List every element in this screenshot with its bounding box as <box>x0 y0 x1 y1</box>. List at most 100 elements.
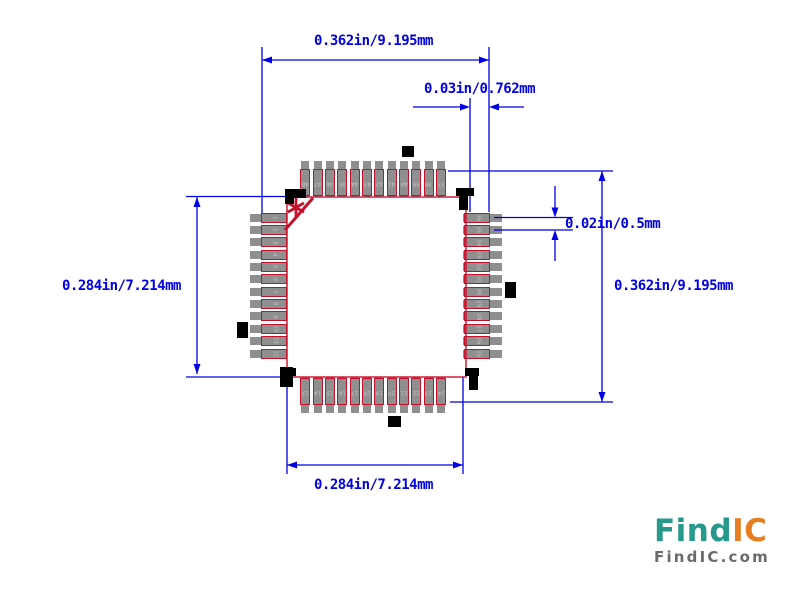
lead-bottom-15: 15 <box>324 378 335 405</box>
pad-right-28 <box>463 312 502 321</box>
arrowhead-right <box>453 461 463 469</box>
arrowhead-left <box>262 56 272 64</box>
pad-top-37 <box>437 161 446 197</box>
pad-top-48 <box>301 161 310 197</box>
dim-pin-pitch <box>494 186 573 261</box>
lead-top-43: 43 <box>362 169 372 196</box>
pad-left-9 <box>250 312 287 321</box>
pad-right-30 <box>463 287 502 296</box>
lead-bottom-20: 20 <box>386 378 397 405</box>
lead-bottom-13: 13 <box>300 378 311 405</box>
arrowhead-up <box>598 171 606 181</box>
pin1-chamfer-line <box>283 197 315 231</box>
logo-text-ic: IC <box>732 513 768 549</box>
pad-right-32 <box>463 263 502 272</box>
arrowhead-down <box>193 364 201 374</box>
pad-bottom-19 <box>375 377 384 413</box>
findic-domain-text: FindIC.com <box>654 548 770 567</box>
corner-mark-top-left <box>285 189 306 198</box>
lead-right-25: 25 <box>464 348 490 359</box>
corner-mark-top-left <box>285 192 294 204</box>
pad-top-44 <box>350 161 359 197</box>
arrowhead-in-left <box>489 103 499 111</box>
pad-bottom-23 <box>424 377 433 413</box>
pad-bottom-22 <box>412 377 421 413</box>
lead-bottom-14: 14 <box>312 378 323 405</box>
lead-right-33: 33 <box>464 249 490 260</box>
lead-bottom-18: 18 <box>362 378 372 405</box>
dim-right-lead-span <box>448 170 613 403</box>
corner-marks <box>280 188 479 390</box>
pad-bottom-18 <box>363 377 371 413</box>
pad-right-29 <box>463 300 502 309</box>
pad-bottom-20 <box>387 377 396 413</box>
body-outline <box>286 196 467 378</box>
dim-label-top-lead-span: 0.362in/9.195mm <box>314 33 433 49</box>
pad-left-4 <box>250 250 287 259</box>
pad-left-5 <box>250 263 287 272</box>
orientation-mark-left <box>237 322 248 338</box>
lead-top-44: 44 <box>349 169 360 196</box>
lead-top-37: 37 <box>436 169 447 196</box>
pad-left-2 <box>250 225 287 234</box>
dim-label-left-body-size: 0.284in/7.214mm <box>62 278 181 294</box>
pad-bottom-13 <box>301 377 310 413</box>
lead-bottom-21: 21 <box>399 378 410 405</box>
component-body-outline <box>283 196 467 378</box>
pad-top-39 <box>412 161 421 197</box>
pad-bottom-21 <box>400 377 409 413</box>
arrowhead-right <box>479 56 489 64</box>
corner-mark-top-right <box>459 188 468 210</box>
pad-top-40 <box>400 161 409 197</box>
arrowhead-down <box>551 207 559 218</box>
pad-right-25 <box>463 349 502 358</box>
arrowhead-up <box>193 197 201 207</box>
lead-top-46: 46 <box>324 169 335 196</box>
pad-top-41 <box>387 161 396 197</box>
orientation-mark-bottom <box>388 416 401 427</box>
pad-top-38 <box>424 161 433 197</box>
pad-left-12 <box>250 349 287 358</box>
lead-bottom-19: 19 <box>374 378 385 405</box>
pad-bottom-16 <box>338 377 347 413</box>
pad-right-35 <box>463 225 502 234</box>
lead-bottom-16: 16 <box>337 378 348 405</box>
lead-right-28: 28 <box>464 311 490 322</box>
lead-top-47: 47 <box>312 169 323 196</box>
findic-logo-wordmark: FindIC <box>654 514 786 548</box>
lead-right-26: 26 <box>464 336 490 347</box>
pad-top-43 <box>363 161 371 197</box>
pad-left-1 <box>250 213 287 222</box>
findic-logo[interactable]: FindIC FindIC.com <box>654 514 786 566</box>
pad-top-46 <box>325 161 334 197</box>
pad-bottom-24 <box>437 377 446 413</box>
pad-right-36 <box>463 213 502 222</box>
lead-right-27: 27 <box>464 323 490 334</box>
pad-right-33 <box>463 250 502 259</box>
pad-left-3 <box>250 238 287 247</box>
pad-left-11 <box>250 337 287 346</box>
pad-left-10 <box>250 324 287 333</box>
lead-right-32: 32 <box>464 262 490 273</box>
dim-label-right-lead-span: 0.362in/9.195mm <box>614 278 733 294</box>
lead-bottom-23: 23 <box>423 378 434 405</box>
dim-left-body-size <box>186 195 302 378</box>
lead-bottom-24: 24 <box>436 378 447 405</box>
dim-bottom-body-size <box>286 377 464 474</box>
pad-bottom-14 <box>313 377 322 413</box>
corner-mark-bottom-right <box>469 368 478 390</box>
pad-right-26 <box>463 337 502 346</box>
lead-right-35: 35 <box>464 224 490 235</box>
lead-right-29: 29 <box>464 299 490 310</box>
dim-label-bottom-body-size: 0.284in/7.214mm <box>314 477 433 493</box>
pad-left-8 <box>250 300 287 309</box>
arrowhead-left <box>287 461 297 469</box>
orientation-mark-top <box>402 146 414 157</box>
pad-left-7 <box>250 287 287 296</box>
pad-right-34 <box>463 238 502 247</box>
pin1-asterisk <box>287 197 305 218</box>
lead-right-31: 31 <box>464 274 490 285</box>
